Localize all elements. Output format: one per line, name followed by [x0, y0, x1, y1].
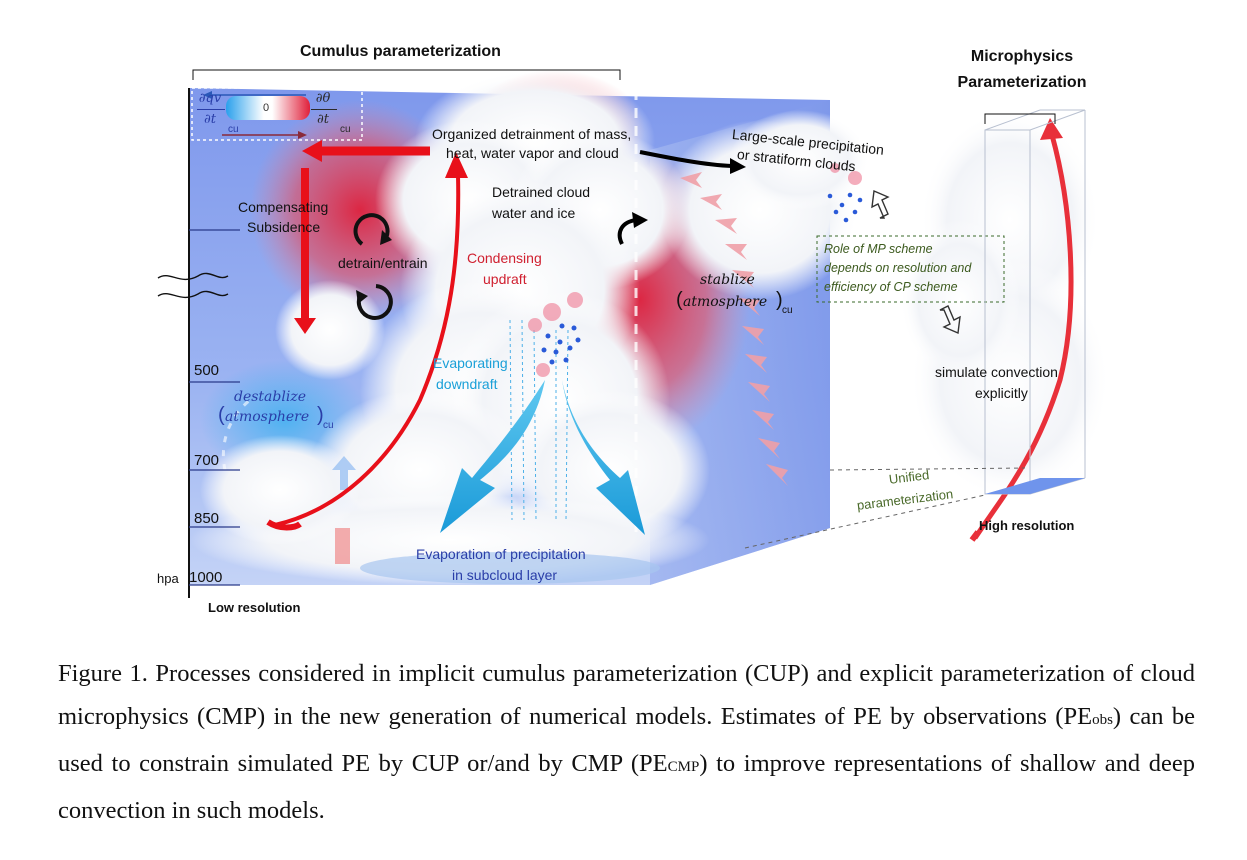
downdraft-arrow-left — [440, 380, 545, 533]
evaporating-line-1: Evaporating — [433, 355, 508, 371]
dtheta-fraction-bar — [311, 109, 337, 110]
updraft-arrow — [274, 174, 461, 527]
role-line-3: efficiency of CP scheme — [824, 280, 958, 294]
high-res-label: High resolution — [979, 518, 1075, 533]
tendency-inset — [191, 87, 363, 141]
dtheta-denominator: ∂t — [317, 112, 329, 127]
axis-tick-500: 500 — [194, 362, 220, 379]
dqv-fraction-bar — [197, 109, 225, 110]
high-res-tail — [969, 530, 981, 542]
diagram — [157, 69, 1110, 598]
stablize-paren-close: ) — [776, 289, 783, 311]
caption-mid: ) can be used to constrain simulated PE … — [58, 703, 1195, 777]
dqv-numerator: ∂qv — [198, 91, 222, 106]
axis-ticks — [189, 229, 240, 586]
dtheta-subscript: cu — [340, 124, 351, 135]
role-line-1: Role of MP scheme — [824, 242, 933, 256]
large-scale-arrow — [639, 150, 733, 168]
micro-bracket — [984, 113, 1056, 124]
detrained-line-2: water and ice — [492, 205, 576, 221]
tendency-gradient — [226, 96, 310, 120]
updraft-arrowhead — [445, 152, 468, 178]
downdraft-arrow-right — [562, 380, 645, 535]
outflow-chevrons — [680, 172, 788, 486]
destablize-label: destablize — [234, 389, 306, 405]
stablize-paren-open: ( — [676, 289, 683, 311]
cumulus-title: Cumulus parameterization — [300, 43, 501, 60]
axis-tick-1000: 1000 — [189, 569, 223, 586]
simulate-line-2: explicitly — [975, 385, 1028, 401]
stablize-label: stablize — [700, 272, 755, 288]
entrain-loop-head-1 — [380, 230, 392, 245]
micro-title-1: Microphysics — [970, 48, 1074, 65]
organized-line-2: heat, water vapor and cloud — [446, 145, 619, 161]
role-line-2: depends on resolution and — [824, 261, 972, 275]
caption-obs-subscript: obs — [1092, 712, 1113, 728]
entrain-loop-head-2 — [356, 290, 368, 304]
stablize-atmosphere: atmosphere — [683, 294, 768, 310]
dqv-denominator: ∂t — [204, 112, 216, 127]
axis-tick-700: 700 — [194, 452, 220, 469]
large-scale-arrowhead — [730, 158, 746, 174]
hydrometeors — [528, 163, 863, 377]
high-res-arrowhead — [1040, 118, 1063, 140]
detrainment-arrowhead — [302, 140, 322, 162]
faint-up-arrow — [332, 456, 356, 490]
entrain-loops — [353, 213, 393, 320]
evaporating-line-2: downdraft — [436, 376, 498, 392]
destablize-subscript: cu — [323, 420, 334, 431]
caption-tail: ) to improve representations of shallow … — [58, 750, 1195, 824]
detrained-line-1: Detrained cloud — [492, 184, 591, 200]
axis-break — [157, 272, 229, 299]
high-res-arrow — [972, 134, 1074, 540]
destablize-paren-close: ) — [317, 404, 324, 426]
curl-arrow — [617, 218, 637, 245]
surface-flux-bar — [335, 528, 350, 564]
tendency-zero: 0 — [263, 102, 270, 114]
caption-cmp-subscript: CMP — [667, 759, 700, 775]
high-res-base — [985, 478, 1085, 494]
detrain-entrain-label: detrain/entrain — [338, 255, 428, 271]
simulate-line-1: simulate convection — [935, 364, 1058, 380]
axis-tick-850: 850 — [194, 510, 220, 527]
subsidence-arrowhead — [294, 318, 316, 334]
condensing-line-2: updraft — [483, 271, 527, 287]
compensating-line-2: Subsidence — [247, 219, 321, 235]
subcloud-layer — [360, 552, 660, 584]
curl-arrowhead — [632, 212, 648, 228]
hollow-arrow-down — [939, 305, 961, 335]
perspective-lines — [744, 467, 1026, 549]
tendency-bottom-arrowhead — [298, 131, 307, 139]
updraft-tail — [266, 519, 302, 531]
dqv-subscript: cu — [228, 124, 239, 135]
micro-title-2: Parameterization — [957, 74, 1087, 91]
caption-lead: Figure 1. Processes considered in implic… — [58, 660, 1195, 730]
high-res-cloud — [900, 110, 1110, 500]
tendency-top-arrowhead — [203, 91, 212, 99]
compensating-line-1: Compensating — [238, 199, 329, 215]
evap-precip-line-1: Evaporation of precipitation — [416, 546, 586, 562]
dtheta-numerator: ∂θ — [315, 91, 331, 106]
condensing-line-1: Condensing — [467, 250, 542, 266]
low-res-label: Low resolution — [208, 600, 301, 615]
figure-caption: Figure 1. Processes considered in implic… — [58, 652, 1195, 832]
destablize-paren-open: ( — [218, 404, 225, 426]
hollow-arrow-up — [871, 189, 890, 219]
cumulus-bracket — [192, 69, 621, 80]
destablize-atmosphere: atmosphere — [225, 409, 310, 425]
stablize-subscript: cu — [782, 305, 793, 316]
organized-line-1: Organized detrainment of mass, — [432, 126, 632, 142]
axis-unit: hpa — [157, 571, 179, 586]
evap-precip-line-2: in subcloud layer — [452, 567, 558, 583]
